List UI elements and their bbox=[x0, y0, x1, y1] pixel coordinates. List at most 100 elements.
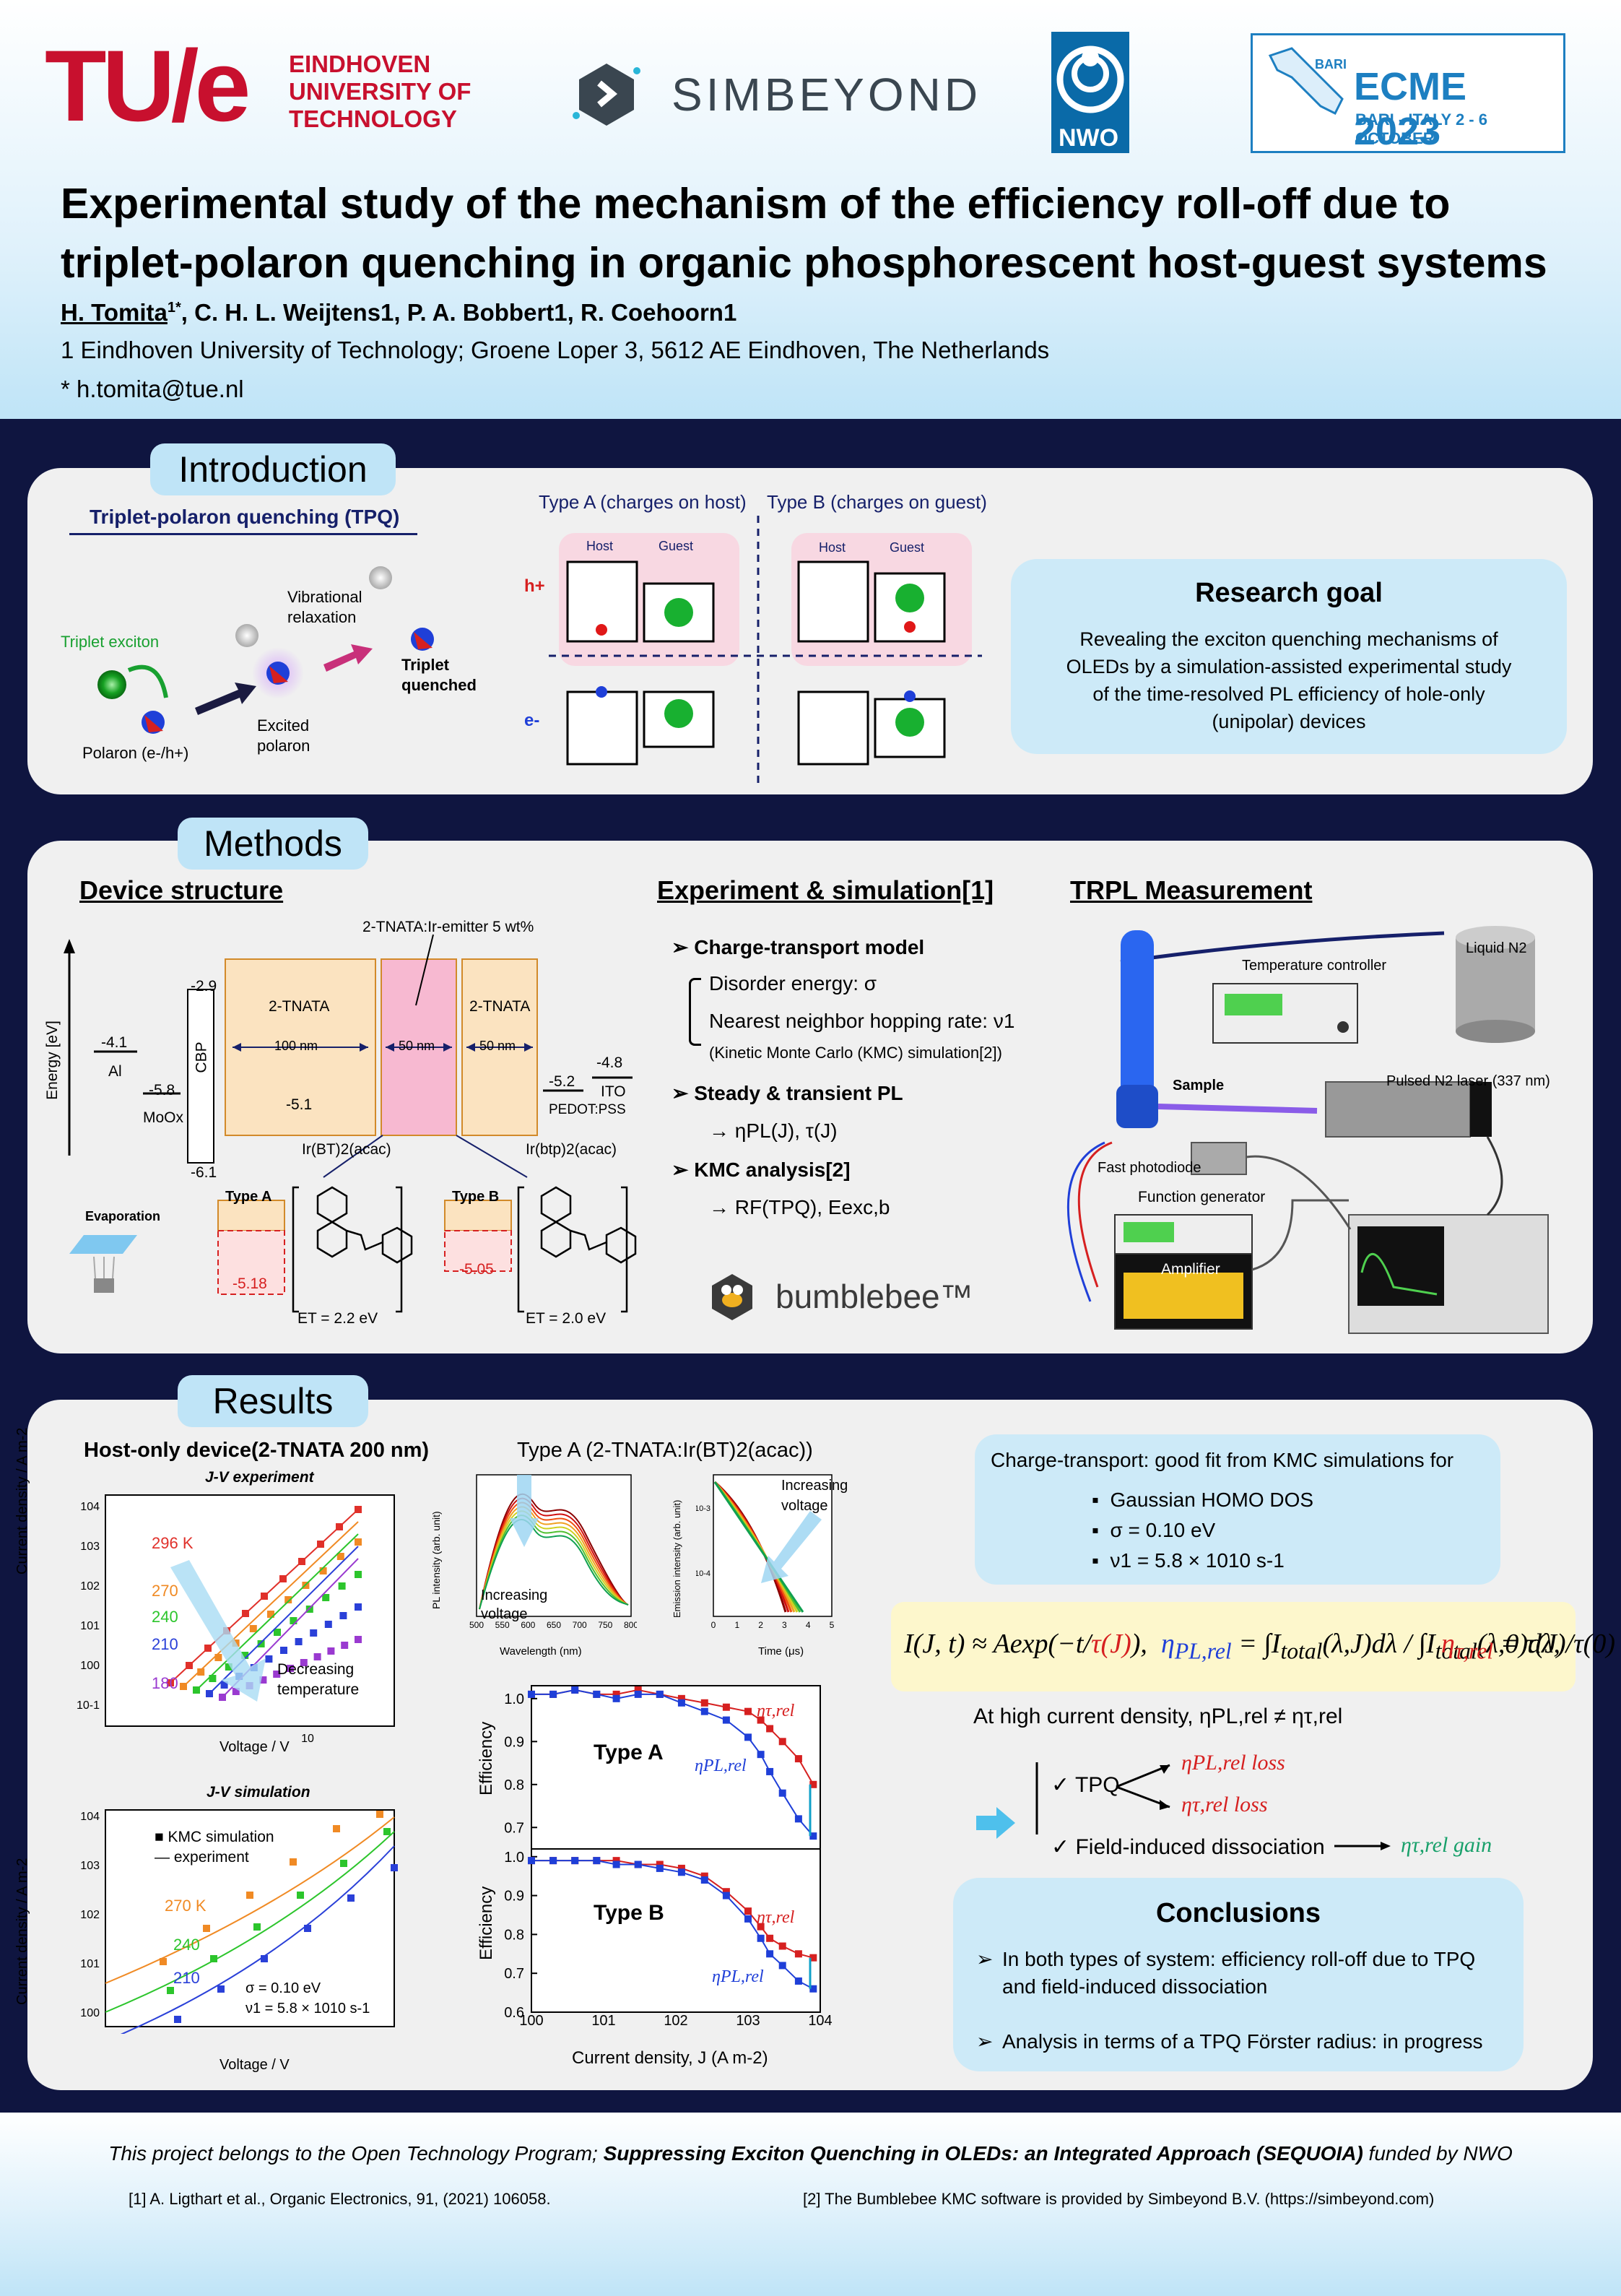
eff-xtick: 101 bbox=[591, 2013, 615, 2029]
irbtp-label: Ir(btp)2(acac) bbox=[526, 1141, 617, 1158]
eff-ylabel-b: Efficiency bbox=[477, 1886, 496, 1960]
jv-exp-fit-line bbox=[170, 1509, 359, 1684]
conclusion-1-text: In both types of system: efficiency roll… bbox=[1002, 1948, 1476, 1998]
t296-label: 296 K bbox=[152, 1534, 194, 1552]
jv-sim-ytick: 100 bbox=[80, 2007, 100, 2019]
white-sphere-icon-2 bbox=[369, 566, 392, 589]
host-label-a: Host bbox=[586, 539, 614, 553]
decreasing-arrow-icon bbox=[170, 1560, 266, 1702]
jv-exp-point bbox=[280, 1647, 287, 1654]
temperature-controller-icon bbox=[1212, 983, 1358, 1044]
pl-increasing: Increasing bbox=[481, 1587, 548, 1603]
jv-exp-ytick: 10-1 bbox=[77, 1699, 100, 1712]
jv-sim-point bbox=[290, 1858, 297, 1866]
liquid-n2-label: Liquid N2 bbox=[1466, 940, 1527, 956]
eff-ytick: 1.0 bbox=[504, 1850, 524, 1866]
tue-name-line2: UNIVERSITY OF bbox=[289, 78, 471, 105]
research-goal-text: Revealing the exciton quenching mechanis… bbox=[1066, 628, 1512, 732]
fid-item: ✓ Field-induced dissociation bbox=[1051, 1835, 1325, 1859]
relaxation-label: relaxation bbox=[287, 608, 357, 626]
triplet-exciton-icon bbox=[97, 670, 126, 699]
energy-level-diagram bbox=[64, 934, 637, 1313]
simbeyond-hex-icon bbox=[573, 64, 640, 126]
jv-exp-ytick: 103 bbox=[80, 1541, 100, 1553]
jv-sim-point bbox=[261, 1955, 268, 1962]
t270-label: 270 bbox=[152, 1582, 178, 1600]
pl-spectrum-line bbox=[479, 1502, 629, 1610]
ito-level: -4.8 bbox=[596, 1054, 623, 1071]
tpq-label: TPQ bbox=[1074, 1773, 1120, 1797]
jv-exp-point bbox=[319, 1567, 327, 1574]
first-author-sup: 1* bbox=[167, 300, 181, 316]
jv-exp-fit-line bbox=[183, 1521, 359, 1687]
jv-exp-point bbox=[313, 1653, 321, 1660]
moox-level: -5.8 bbox=[149, 1082, 175, 1099]
laser-label: Pulsed N2 laser (337 nm) bbox=[1386, 1073, 1550, 1089]
kmc-analysis-item: ➢ KMC analysis[2] bbox=[672, 1158, 851, 1181]
polaron-label: Polaron (e-/h+) bbox=[82, 744, 189, 762]
excited-polaron-label: polaron bbox=[257, 737, 310, 755]
jv-exp-ytick: 104 bbox=[80, 1501, 100, 1513]
hopping-item: Nearest neighbor hopping rate: ν1 bbox=[709, 1010, 1015, 1032]
jv-exp-point bbox=[290, 1617, 297, 1624]
jv-exp-point bbox=[355, 1636, 362, 1643]
jv-exp-point bbox=[241, 1652, 249, 1659]
email: * h.tomita@tue.nl bbox=[61, 376, 244, 402]
jv-exp-point bbox=[220, 1681, 228, 1689]
charge-transport-list: ▪ Gaussian HOMO DOS ▪ σ = 0.10 eV ▪ ν1 =… bbox=[1092, 1485, 1313, 1576]
jv-sim-ytick: 103 bbox=[80, 1860, 100, 1872]
type-b-triplet-energy: ET = 2.0 eV bbox=[526, 1310, 607, 1327]
nwo-swirl-icon bbox=[1056, 46, 1124, 113]
eff-series-line bbox=[531, 1860, 814, 1990]
irbt-label: Ir(BT)2(acac) bbox=[302, 1141, 391, 1158]
t210-label: 210 bbox=[152, 1635, 178, 1653]
eff-a-pl-label: ηPL,rel bbox=[695, 1756, 747, 1775]
hole-label: h+ bbox=[524, 576, 545, 596]
steady-label: Steady & transient PL bbox=[694, 1082, 903, 1104]
eff-ytick: 0.8 bbox=[504, 1777, 524, 1793]
tnata-width-2: 50 nm bbox=[479, 1039, 516, 1053]
jv-sim-legend: ■ KMC simulation — experiment bbox=[155, 1827, 274, 1868]
sim-nu-label: ν1 = 5.8 × 1010 s-1 bbox=[245, 2001, 370, 2016]
charge-transport-box bbox=[975, 1434, 1500, 1585]
jv-exp-point bbox=[295, 1638, 303, 1645]
sample-label: Sample bbox=[1173, 1078, 1225, 1093]
pl-xtick: 650 bbox=[547, 1620, 561, 1630]
ir-bt-molecule-icon bbox=[292, 1186, 413, 1313]
type-b-heading: Type B (charges on guest) bbox=[767, 491, 987, 513]
eff-xtick: 102 bbox=[664, 2013, 687, 2029]
jv-exp-xtick: 10 bbox=[301, 1733, 314, 1745]
jv-exp-point bbox=[339, 1612, 347, 1619]
black-arrow-icon bbox=[195, 683, 256, 715]
research-goal-title: Research goal bbox=[1195, 578, 1383, 608]
eff-frame bbox=[531, 1848, 821, 2013]
eff-ytick: 0.7 bbox=[504, 1966, 524, 1982]
simbeyond-logo: SIMBEYOND bbox=[570, 58, 978, 130]
charge-transport-title: Charge-transport: good fit from KMC simu… bbox=[991, 1449, 1454, 1471]
fid-label: Field-induced dissociation bbox=[1075, 1835, 1325, 1859]
eff-ytick: 0.6 bbox=[504, 2005, 524, 2021]
pl-xtick: 500 bbox=[469, 1620, 484, 1630]
ct-item-3: ▪ ν1 = 5.8 × 1010 s-1 bbox=[1092, 1549, 1285, 1572]
em-ytick: 10-3 bbox=[696, 1504, 710, 1513]
tnata-level: -5.1 bbox=[286, 1096, 313, 1113]
jv-exp-ylabel: Current density / A m-2 bbox=[14, 1427, 30, 1574]
jv-exp-ytick: 102 bbox=[80, 1580, 100, 1593]
quenched-label: quenched bbox=[401, 676, 477, 694]
jv-sim-point bbox=[304, 1925, 311, 1932]
tue-name-line1: EINDHOVEN bbox=[289, 51, 431, 77]
function-generator-icon bbox=[1114, 1214, 1253, 1255]
simbeyond-name: SIMBEYOND bbox=[672, 69, 982, 121]
jv-exp-point bbox=[273, 1671, 281, 1678]
type-a-level: -5.18 bbox=[232, 1275, 267, 1292]
jv-sim-xlabel: Voltage / V bbox=[220, 2057, 290, 2073]
pulsed-laser-icon bbox=[1325, 1081, 1492, 1138]
project-post: funded by NWO bbox=[1363, 2142, 1513, 2165]
cbp-label: CBP bbox=[193, 1041, 210, 1073]
methods-tag: Methods bbox=[178, 818, 368, 870]
kmc-analysis-label: KMC analysis[2] bbox=[694, 1158, 851, 1181]
ecme-subtitle: BARI - ITALY 2 - 6 OCTOBER bbox=[1355, 111, 1487, 147]
eff-a-tau-label: ητ,rel bbox=[757, 1702, 795, 1720]
jv-sim-xtick: 10 bbox=[266, 2033, 279, 2034]
